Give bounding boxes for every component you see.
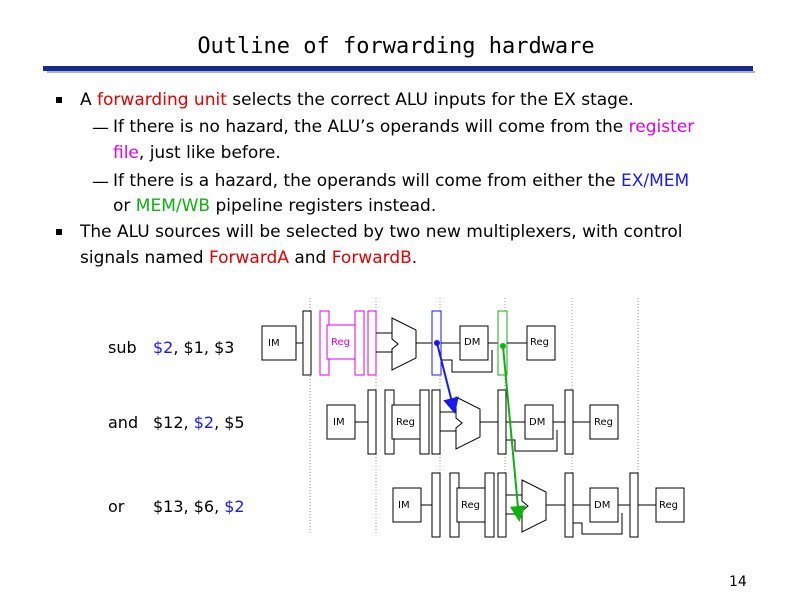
- sub-bullet-2-line-2: or MEM/WB pipeline registers instead.: [113, 196, 437, 216]
- reg-label: Reg: [594, 417, 613, 428]
- reg-read-box: [419, 389, 430, 455]
- dm-label: DM: [594, 500, 610, 511]
- pipeline-register: [564, 472, 574, 538]
- title-rule: [43, 66, 753, 71]
- sub-bullet-1-line-1: If there is no hazard, the ALU’s operand…: [113, 117, 695, 137]
- im-box: [326, 404, 356, 440]
- slide-title: Outline of forwarding hardware: [197, 34, 595, 59]
- reg-label: Reg: [331, 337, 350, 348]
- reg-box: [526, 325, 556, 361]
- dm-label: DM: [529, 417, 545, 428]
- pipeline-register: [497, 389, 507, 455]
- dm-label: DM: [464, 337, 480, 348]
- pipeline-row-sub: IM Reg DM Reg: [261, 310, 556, 376]
- bullet-2-line-2: signals named ForwardA and ForwardB.: [80, 248, 418, 268]
- pipeline-register: [497, 472, 507, 538]
- alu: [391, 317, 417, 371]
- dm-box: [589, 487, 619, 523]
- reg-label: Reg: [396, 417, 415, 428]
- reg-read-box: [354, 310, 365, 376]
- im-box: [261, 325, 297, 361]
- pipeline-row-and: IM Reg DM Reg: [326, 389, 619, 455]
- pipeline-register: [629, 472, 639, 538]
- dm-box: [524, 404, 554, 440]
- bullet-marker-1: [56, 97, 62, 103]
- reg-box: [655, 487, 685, 523]
- pipeline-register: [431, 389, 441, 455]
- reg-label: Reg: [659, 500, 678, 511]
- title-rule-shadow: [47, 71, 755, 73]
- im-label: IM: [268, 338, 280, 349]
- sub-bullet-2-line-1: If there is a hazard, the operands will …: [113, 171, 690, 191]
- im-label: IM: [398, 500, 410, 511]
- pipeline-register: [302, 310, 312, 376]
- reg-label: Reg: [461, 500, 480, 511]
- instruction-and: and $12, $2, $5: [108, 413, 245, 432]
- reg-read-box: [484, 472, 495, 538]
- pipeline-register: [367, 389, 377, 455]
- forwarding-mem-wb-path: [500, 343, 526, 522]
- bullet-2-line-1: The ALU sources will be selected by two …: [80, 222, 683, 242]
- instruction-sub: sub $2, $1, $3: [108, 338, 235, 357]
- pipeline-register: [564, 389, 574, 455]
- sub-bullet-1-line-2: file, just like before.: [113, 143, 281, 163]
- alu: [521, 479, 547, 533]
- pipeline-register: [367, 310, 377, 376]
- pipeline-register: [431, 472, 441, 538]
- im-box: [392, 487, 422, 523]
- im-label: IM: [333, 417, 345, 428]
- forwarding-ex-mem-path: [434, 340, 459, 414]
- alu: [455, 396, 481, 450]
- pipeline-row-or: IM Reg DM Reg: [392, 472, 685, 538]
- sub-bullet-dash-2: —: [92, 172, 109, 192]
- reg-box: [589, 404, 619, 440]
- bullet-marker-2: [56, 229, 62, 235]
- sub-bullet-dash-1: —: [92, 118, 109, 138]
- page-number: 14: [729, 574, 747, 590]
- bullet-1: A forwarding unit selects the correct AL…: [80, 90, 634, 110]
- instruction-or: or $13, $6, $2: [108, 497, 245, 516]
- reg-label: Reg: [530, 337, 549, 348]
- dm-box: [459, 325, 489, 361]
